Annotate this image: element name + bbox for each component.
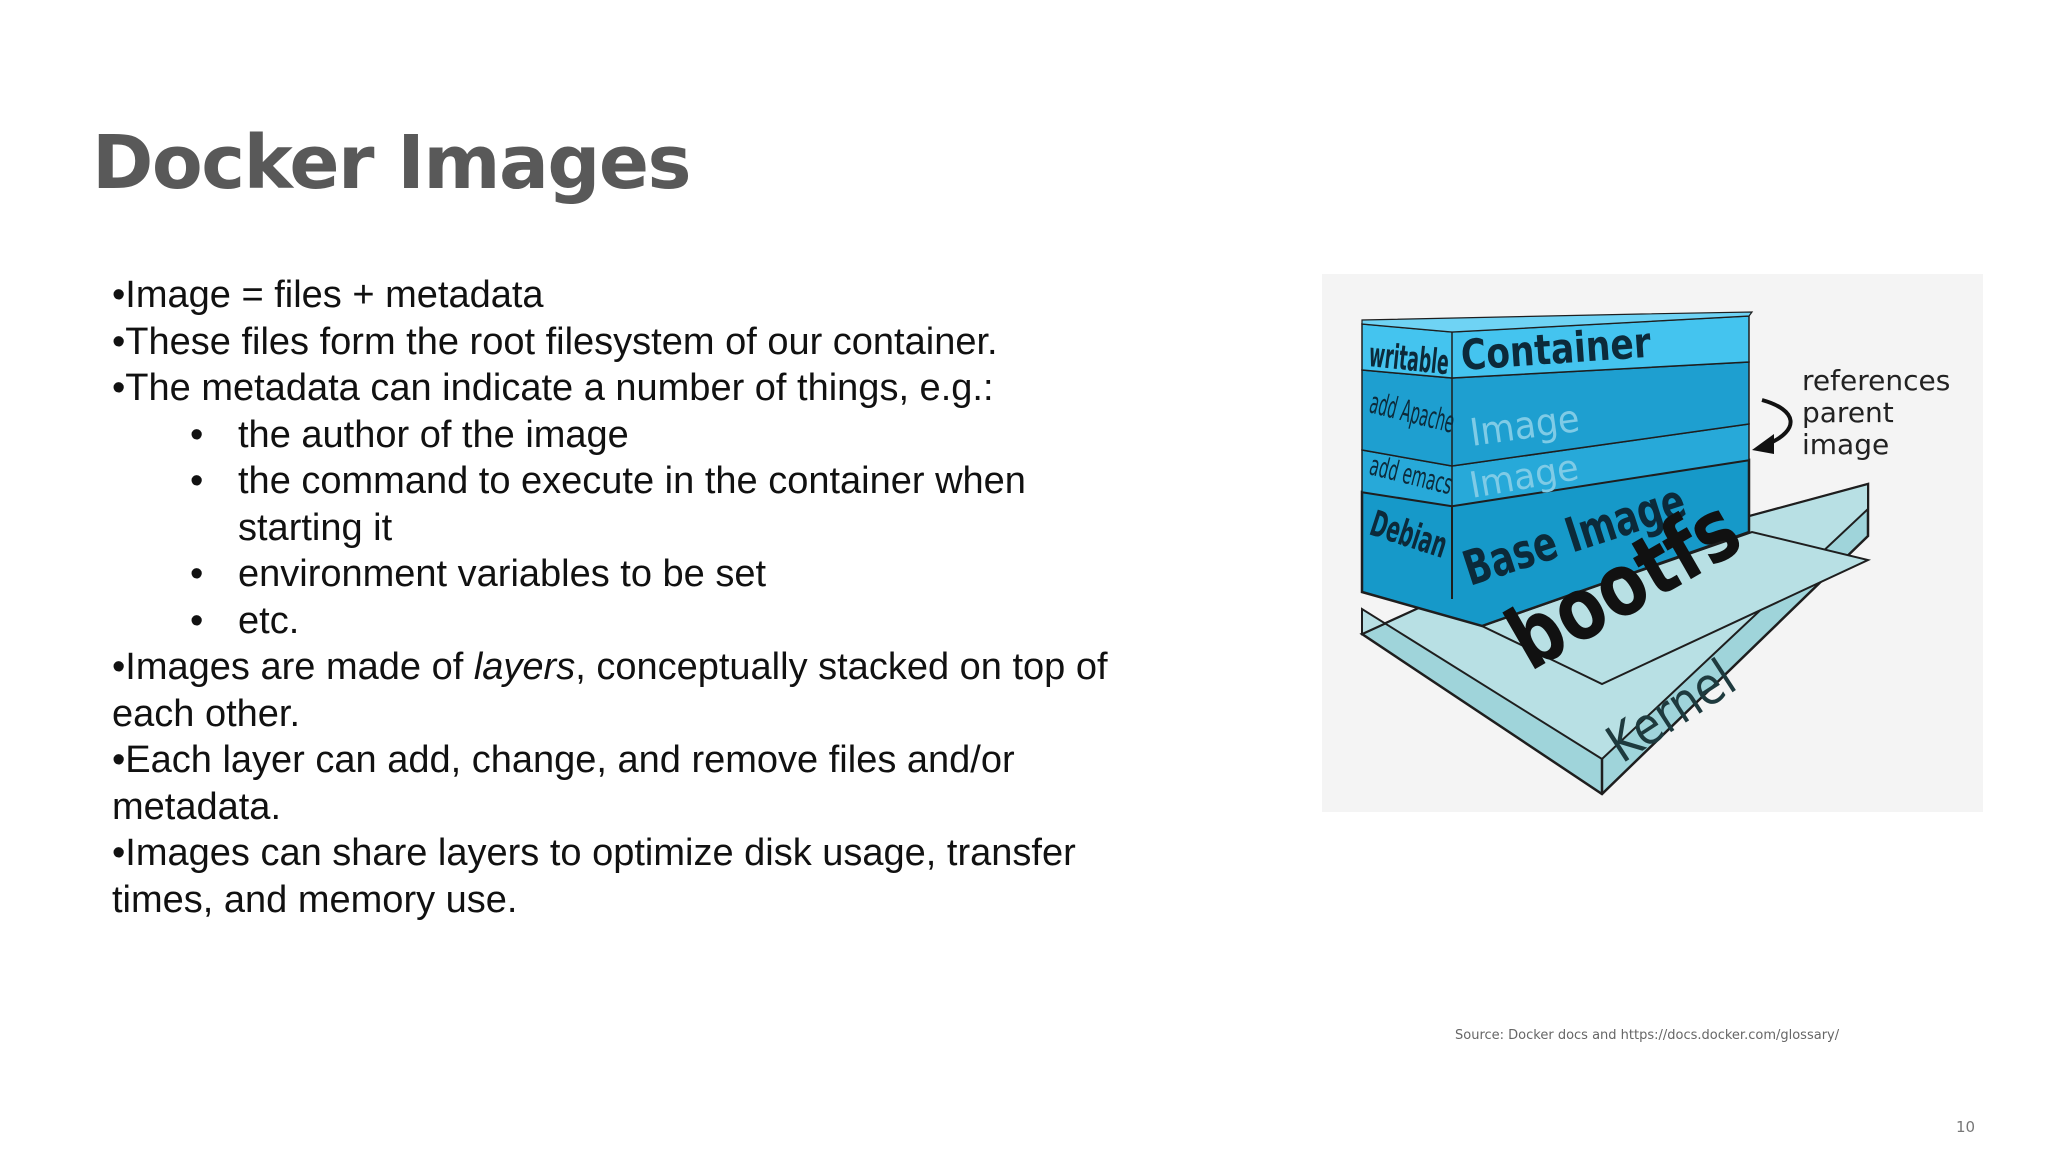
source-citation: Source: Docker docs and https://docs.doc…	[1455, 1028, 1840, 1043]
slide-title: Docker Images	[92, 120, 692, 206]
bullet-text: •Images are made of	[112, 646, 474, 688]
sub-bullet-text: environment variables to be set	[238, 553, 767, 595]
annotation-line-2: parent	[1802, 396, 1894, 429]
sub-bullet-text: etc.	[238, 599, 300, 642]
bullet-item: •Images can share layers to optimize dis…	[112, 832, 1076, 921]
annotation-line-1: references	[1802, 364, 1950, 397]
sub-bullet-item: • the command to execute in the container…	[112, 458, 1132, 551]
bullet-text: , conceptually stacked on top of each ot…	[112, 646, 1108, 735]
sub-bullet-marker: •	[190, 460, 204, 502]
page-number: 10	[1956, 1118, 1976, 1136]
bullet-item: •Each layer can add, change, and remove …	[112, 739, 1015, 828]
sub-bullet-item: • the author of the image	[112, 412, 1132, 459]
sub-bullet-marker: •	[190, 413, 204, 456]
bullet-item: •Images are made of layers, conceptually…	[112, 644, 1132, 737]
sub-bullet-text: the author of the image	[238, 413, 629, 456]
annotation-arrow-curve	[1761, 398, 1793, 446]
docker-layers-svg: writable Container add Apache Image add …	[1359, 311, 1950, 796]
sub-bullet-marker: •	[190, 599, 204, 642]
sub-bullet-item: • etc.	[112, 598, 1132, 645]
bullet-item: •These files form the root filesystem of…	[112, 320, 998, 363]
sub-bullet-text: the command to execute in the container …	[238, 460, 1026, 549]
bullet-item: •The metadata can indicate a number of t…	[112, 367, 994, 409]
bullet-emphasis: layers	[473, 646, 576, 688]
label-writable: writable	[1367, 335, 1451, 383]
sub-bullet-item: • environment variables to be set	[112, 551, 1132, 598]
bullet-list: •Image = files + metadata •These files f…	[112, 272, 1132, 923]
bullet-item: •Image = files + metadata	[112, 274, 544, 316]
annotation-arrowhead	[1752, 434, 1774, 454]
annotation-line-3: image	[1802, 428, 1889, 461]
sub-bullet-marker: •	[190, 553, 204, 595]
docker-layers-diagram: writable Container add Apache Image add …	[1322, 274, 1983, 812]
